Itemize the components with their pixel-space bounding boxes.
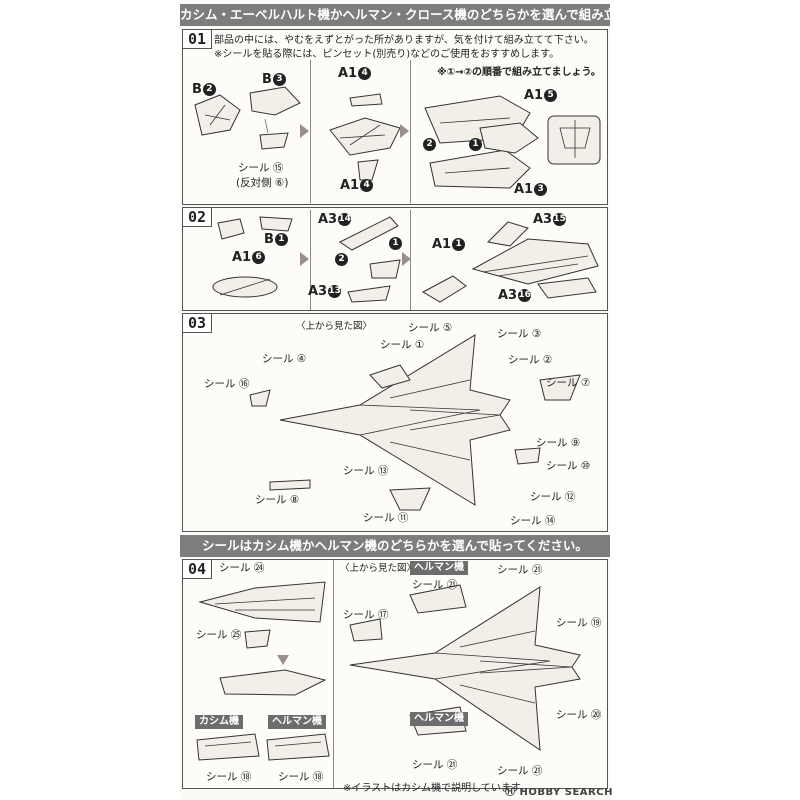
seal-label-16: シール ⑯ (204, 378, 250, 390)
part-label-a315: A315 (533, 212, 567, 227)
seal-label-7: シール ⑦ (546, 377, 591, 389)
seal-label-21-d: シール ㉑ (497, 765, 543, 777)
seal-label-13: シール ⑬ (343, 465, 389, 477)
kasim-tag: カシム機 (195, 715, 243, 729)
hellman-tag-top: ヘルマン機 (410, 561, 468, 575)
seal-label-17: シール ⑰ (343, 609, 389, 621)
seal-label-4: シール ④ (262, 353, 307, 365)
seal-label-1: シール ① (380, 339, 425, 351)
order-marker-1: 1 (468, 137, 482, 152)
step-01-panel: 01 (182, 29, 608, 205)
step-01-order-note: ※①→②の順番で組み立てましょう。 (437, 67, 601, 78)
order-marker-1: 1 (388, 236, 402, 251)
hobby-search-watermark: Ⓗ HOBBY SEARCH (505, 787, 613, 798)
step-02-divider-1 (310, 210, 311, 310)
step-01-divider-2 (410, 60, 411, 203)
header-title: カシム・エーベルハルト機かヘルマン・クロース機のどちらかを選んで組み立てます。 (180, 7, 610, 22)
illustration-footnote: ※イラストはカシム機で説明しています。 (343, 783, 530, 794)
seal-label-25: シール ㉕ (196, 629, 242, 641)
seal-label-3: シール ③ (497, 328, 542, 340)
part-label-a314: A314 (318, 212, 352, 227)
seal-label-21-b: シール ㉑ (497, 564, 543, 576)
flow-arrow (300, 124, 309, 138)
step-03-aircraft-top-view (249, 334, 581, 511)
seal-label-15-opposite: (反対側 ⑥) (236, 177, 289, 189)
seal-label-9: シール ⑨ (536, 437, 581, 449)
order-marker-2: 2 (334, 252, 348, 267)
top-view-caption: 〈上から見た図〉 (340, 563, 417, 574)
seal-label-18-hellman: シール ⑱ (278, 771, 324, 783)
step-01-number: 01 (183, 30, 212, 49)
seal-label-8: シール ⑧ (255, 494, 300, 506)
top-view-caption: 〈上から見た図〉 (296, 321, 373, 332)
step-04-side-illustration (198, 581, 327, 696)
hellman-tag-bottom: ヘルマン機 (410, 712, 468, 726)
seal-label-19: シール ⑲ (556, 617, 602, 629)
seal-label-21-a: シール ㉑ (412, 579, 458, 591)
seal-label-12: シール ⑫ (530, 491, 576, 503)
step-02-number: 02 (183, 208, 212, 227)
seal-label-18-kasim: シール ⑱ (206, 771, 252, 783)
seal-choice-banner: シールはカシム機かヘルマン機のどちらかを選んで貼ってください。 (180, 535, 610, 557)
seal-choice-text: シールはカシム機かヘルマン機のどちらかを選んで貼ってください。 (202, 538, 588, 553)
step-04-aircraft-top-view (349, 584, 581, 751)
seal-label-20: シール ⑳ (556, 709, 602, 721)
hellman-tag-left: ヘルマン機 (268, 715, 326, 729)
step-02-parts-illustration-a (212, 216, 293, 298)
order-marker-2: 2 (422, 137, 436, 152)
seal-label-10: シール ⑩ (546, 460, 591, 472)
flow-arrow (402, 252, 411, 266)
step-04-divider (333, 560, 334, 788)
seal-label-11: シール ⑪ (363, 512, 409, 524)
step-01-parts-illustration-b (329, 93, 401, 181)
step-01-warning: 部品の中には、やむをえずとがった所がありますが、気を付けて組み立てて下さい。 (214, 35, 594, 46)
part-label-a316: A316 (498, 288, 532, 303)
seal-label-24: シール ㉔ (219, 562, 265, 574)
step-01-divider-1 (310, 60, 311, 203)
seal-label-15: シール ⑮ (238, 162, 284, 174)
step-01-parts-illustration-c (424, 95, 601, 189)
step-02-parts-illustration-b (339, 216, 401, 303)
flow-arrow (400, 124, 409, 138)
step-02-parts-illustration-c (421, 221, 599, 303)
step-01-tweezers-note: ※シールを貼る際には、ピンセット(別売り)などのご使用をおすすめします。 (214, 49, 560, 60)
seal-label-21-c: シール ㉑ (412, 759, 458, 771)
seal-label-2: シール ② (508, 354, 553, 366)
seal-label-5: シール ⑤ (408, 322, 453, 334)
step-03-number: 03 (183, 314, 212, 333)
step-04-number: 04 (183, 560, 212, 579)
step-01-parts-illustration-a (194, 86, 301, 150)
seal-label-14: シール ⑭ (510, 515, 556, 527)
part-label-a313: A313 (308, 284, 342, 299)
header-title-bar: カシム・エーベルハルト機かヘルマン・クロース機のどちらかを選んで組み立てます。 (180, 4, 610, 26)
step-04-variant-illustrations (196, 733, 330, 761)
flow-arrow (300, 252, 309, 266)
